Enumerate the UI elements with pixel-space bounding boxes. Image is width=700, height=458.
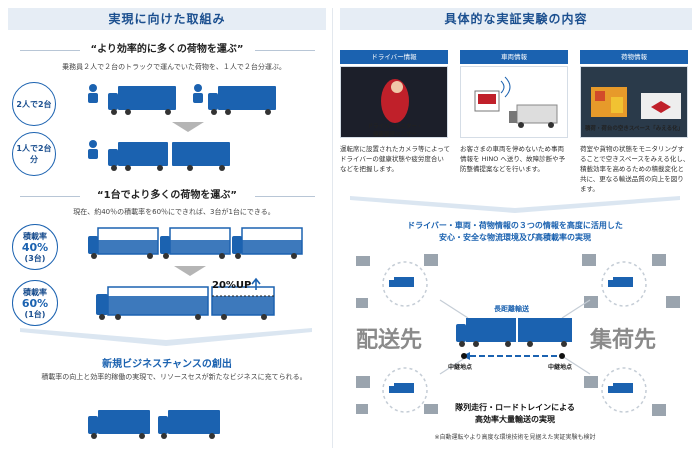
circle-two-drivers: 2人で2台 <box>12 82 56 126</box>
circle-one-driver: 1人で2台分 <box>12 132 56 176</box>
desc-new-business: 積載率の向上と効率的稼働の実現で、リソースセスが新たなビジネスに充てられる。 <box>41 373 307 381</box>
cargo-info-image <box>580 66 688 138</box>
heading-load-rate: “1台でより多くの荷物を運ぶ” <box>97 190 237 201</box>
info-text-driver: 運転席に設置されたカメラ等によってドライバーの健康状態や疲労度合いなどを把握しま… <box>340 145 450 173</box>
heading-line <box>255 196 315 197</box>
heading-new-business: 新規ビジネスチャンスの創出 <box>102 359 232 370</box>
info-head-cargo: 荷物情報 <box>580 50 688 64</box>
heading-line <box>255 50 315 51</box>
up-label: 20%UP <box>212 280 252 291</box>
left-section-title: 実現に向けた取組み <box>8 8 326 30</box>
delivery-zone-label: 配送先 <box>356 328 423 353</box>
heading-efficiency: “より効率的に多くの荷物を運ぶ” <box>90 44 244 55</box>
integration-banner: ドライバー・車両・荷物情報の３つの情報を高度に活用した 安心・安全な物流環境及び… <box>407 221 623 242</box>
cargo-visual-caption: 積荷・荷台の空きスペース「みえる化」 <box>584 126 684 132</box>
vehicle-info-image <box>460 66 568 138</box>
desc-load-rate: 現在、約40％の積載率を60％にできれば、3台が1台にできる。 <box>73 208 275 216</box>
heading-line <box>20 50 80 51</box>
driver-monitor-image <box>340 66 448 138</box>
relay-point-left: 中継地点 <box>448 364 473 371</box>
info-head-vehicle: 車両情報 <box>460 50 568 64</box>
platooning-note: ※自動運転やより高度な環境技術を見据えた実証実験も検討 <box>434 434 596 441</box>
desc-efficiency: 乗務員２人で２台のトラックで運んでいた荷物を、１人で２台分運ぶ。 <box>62 63 286 71</box>
info-head-driver: ドライバー情報 <box>340 50 448 64</box>
info-text-cargo: 荷室や貨物の状態をモニタリングすることで空きスペースをみえる化し、積載効率を高め… <box>580 145 690 193</box>
down-arrow-2 <box>174 266 206 276</box>
collection-zone-label: 集荷先 <box>590 328 657 353</box>
info-text-vehicle: お客さまの車両を停めないため事両情報を HINO へ送り、故障診断や予防整備提案… <box>460 145 566 173</box>
down-arrow-1 <box>172 122 204 132</box>
heading-line <box>20 196 80 197</box>
panel-divider <box>332 8 333 448</box>
right-section-title: 具体的な実証実験の内容 <box>340 8 692 30</box>
long-haul-label: 長距離輸送 <box>494 305 529 313</box>
relay-point-right: 中継地点 <box>548 364 573 371</box>
platooning-title: 隊列走行・ロードトレインによる 高効率大量輸送の実現 <box>455 403 575 424</box>
driver-monitor-caption: ドライバーモニター・ 健康管理センサー <box>367 124 423 138</box>
